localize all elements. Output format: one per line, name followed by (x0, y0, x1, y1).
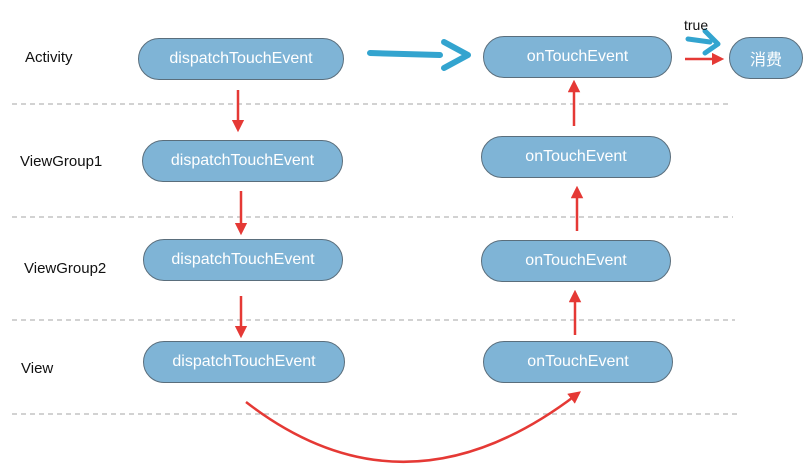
activity-ontouch-node: onTouchEvent (483, 36, 672, 78)
consume-node: 消费 (729, 37, 803, 79)
true-blue-arrowhead (702, 28, 721, 56)
layer-label-viewgroup2: ViewGroup2 (24, 260, 107, 277)
layer-label-view: View (21, 360, 54, 377)
viewgroup1-ontouch-node: onTouchEvent (481, 136, 671, 178)
viewgroup1-dispatch-node: dispatchTouchEvent (142, 140, 343, 182)
activity-dispatch-to-ontouch-arrow (367, 50, 443, 58)
layer-label-activity: Activity (25, 49, 73, 66)
activity-dispatch-to-ontouch-arrowhead (441, 39, 471, 71)
viewgroup2-ontouch-node: onTouchEvent (481, 240, 671, 282)
view-ontouch-node: onTouchEvent (483, 341, 673, 383)
view-dispatch-node: dispatchTouchEvent (143, 341, 345, 383)
true-blue-arrow (685, 36, 713, 45)
true-edge-label: true (684, 17, 709, 33)
view-to-ontouch-curve-arrow (245, 391, 581, 463)
viewgroup2-dispatch-node: dispatchTouchEvent (143, 239, 343, 281)
layer-label-viewgroup1: ViewGroup1 (20, 153, 103, 170)
activity-dispatch-node: dispatchTouchEvent (138, 38, 344, 80)
